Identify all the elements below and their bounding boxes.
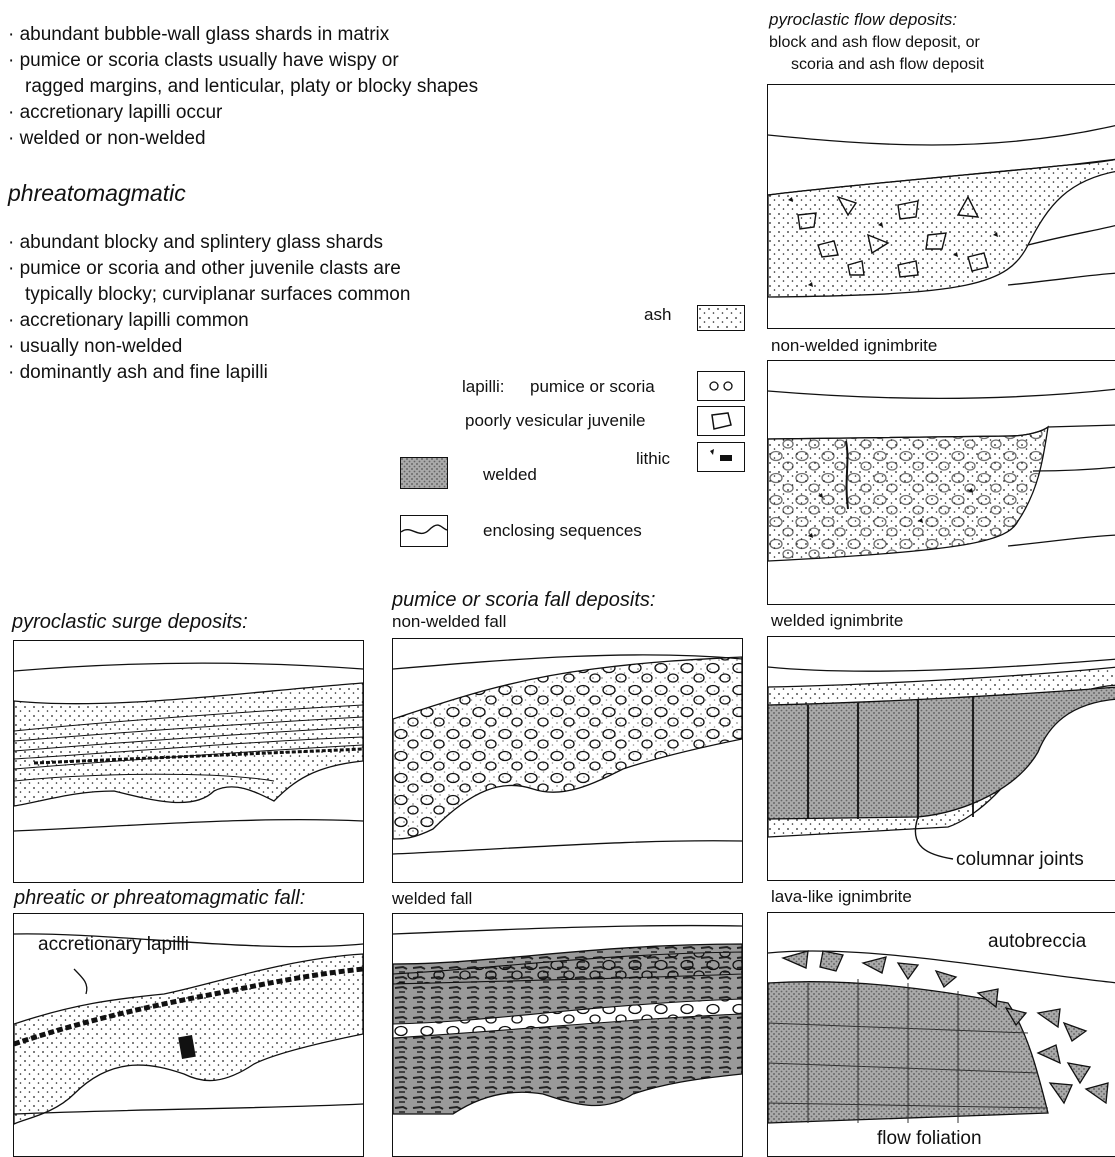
block-ash-flow-diagram	[767, 84, 1115, 329]
phreato-heading: phreatomagmatic	[8, 180, 186, 206]
flow-subtitle-1: block and ash flow deposit, or	[769, 34, 980, 51]
welded-fall-diagram	[392, 913, 743, 1157]
phreato-bullet-list: abundant blocky and splintery glass shar…	[8, 230, 411, 386]
bullet-item: welded or non-welded	[8, 126, 478, 152]
lavalike-ignimbrite-label: lava-like ignimbrite	[771, 887, 912, 906]
intro-bullet-list: abundant bubble-wall glass shards in mat…	[8, 22, 478, 152]
flow-foliation-label: flow foliation	[877, 1128, 982, 1149]
bullet-item: accretionary lapilli occur	[8, 100, 478, 126]
flow-subtitle-2: scoria and ash flow deposit	[791, 56, 984, 73]
legend-pumice-label: pumice or scoria	[530, 377, 655, 396]
accretionary-lapilli-label: accretionary lapilli	[38, 934, 190, 955]
legend-enclosing-swatch	[400, 515, 448, 547]
bullet-item: usually non-welded	[8, 334, 410, 360]
bullet-item: pumice or scoria clasts usually have wis…	[8, 48, 478, 74]
legend-pumice-swatch	[697, 371, 745, 401]
nonwelded-ignimbrite-label: non-welded ignimbrite	[771, 336, 938, 355]
legend-lapilli-label: lapilli:	[462, 377, 505, 396]
bullet-item: dominantly ash and fine lapilli	[8, 360, 410, 386]
bullet-item: accretionary lapilli common	[8, 308, 410, 334]
surge-deposit-diagram	[13, 640, 364, 883]
legend-lithic-label: lithic	[636, 449, 671, 468]
legend-welded-swatch	[400, 457, 448, 489]
bullet-item: pumice or scoria and other juvenile clas…	[8, 256, 410, 282]
bullet-item: abundant bubble-wall glass shards in mat…	[8, 22, 478, 48]
welded-ignimbrite-label: welded ignimbrite	[771, 611, 904, 630]
legend-enclosing-label: enclosing sequences	[483, 521, 642, 540]
fall-title: pumice or scoria fall deposits:	[392, 589, 656, 611]
lavalike-ignimbrite-diagram	[767, 912, 1115, 1157]
welded-fall-label: welded fall	[392, 889, 473, 908]
flow-title: pyroclastic flow deposits:	[769, 10, 958, 29]
surge-title: pyroclastic surge deposits:	[12, 611, 248, 633]
legend-ash-swatch	[697, 305, 745, 331]
legend-lithic-swatch	[697, 442, 745, 472]
nonwelded-fall-label: non-welded fall	[392, 612, 507, 631]
bullet-item: abundant blocky and splintery glass shar…	[8, 230, 410, 256]
bullet-item: ragged margins, and lenticular, platy or…	[25, 76, 479, 97]
welded-ignimbrite-diagram	[767, 636, 1115, 881]
legend-juvenile-swatch	[697, 406, 745, 436]
autobreccia-label: autobreccia	[988, 931, 1087, 952]
phreatic-title: phreatic or phreatomagmatic fall:	[14, 887, 306, 909]
phreatic-fall-diagram	[13, 913, 364, 1157]
legend-poorly-vesicular-label: poorly vesicular juvenile	[465, 411, 646, 430]
bullet-item: typically blocky; curviplanar surfaces c…	[25, 284, 411, 305]
legend-welded-label: welded	[483, 465, 537, 484]
nonwelded-fall-diagram	[392, 638, 743, 883]
nonwelded-ignimbrite-diagram	[767, 360, 1115, 605]
columnar-joints-label: columnar joints	[956, 849, 1084, 870]
legend-ash-label: ash	[644, 305, 672, 324]
